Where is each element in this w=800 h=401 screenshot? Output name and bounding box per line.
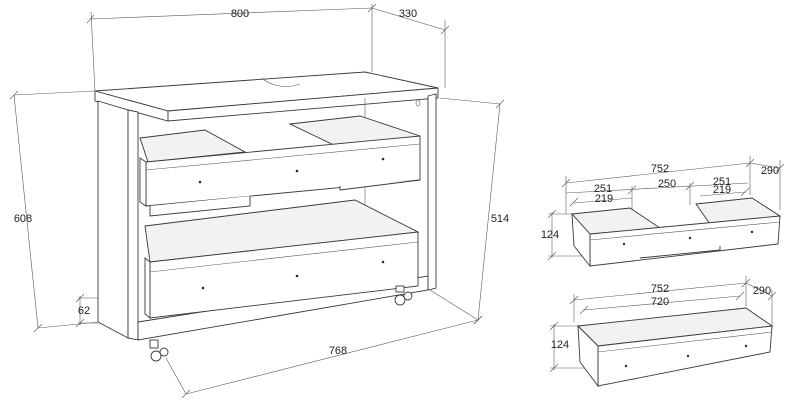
cabinet-upper-drawer	[139, 115, 421, 217]
dim-lower-drawer-height: 124	[551, 339, 569, 351]
cabinet-left-side	[97, 100, 129, 339]
dim-lower-drawer-depth: 290	[753, 285, 771, 297]
upper-drawer-detail: 752 290 251 250 251 219 219 124	[541, 156, 785, 268]
dim-inner-height: 514	[491, 213, 509, 225]
lower-drawer-detail: 752 720 290 124	[549, 276, 777, 388]
dim-upper-left-inner: 219	[595, 193, 613, 205]
dim-upper-right-outer: 251	[713, 176, 731, 188]
cabinet	[94, 71, 439, 362]
hinge-knob	[415, 99, 421, 107]
cabinet-right-side	[427, 93, 437, 291]
sink-cutout	[261, 77, 301, 87]
dim-upper-left-outer: 251	[594, 183, 612, 195]
dim-upper-drawer-height: 124	[541, 229, 559, 241]
dim-upper-drawer-depth: 290	[761, 165, 779, 177]
cabinet-wheels	[149, 285, 413, 362]
dim-upper-right-inner: 219	[713, 184, 731, 196]
cabinet-left-front-pillar	[127, 109, 139, 341]
cabinet-lower-drawer	[144, 199, 420, 319]
dim-upper-mid-gap: 250	[658, 178, 676, 190]
dim-inner-width: 768	[329, 345, 347, 357]
dim-lower-drawer-width: 752	[651, 283, 669, 295]
dim-upper-drawer-width: 752	[651, 163, 669, 175]
dim-plinth-height: 62	[78, 305, 90, 317]
dim-cabinet-width: 800	[231, 8, 249, 20]
dim-lower-drawer-inner: 720	[651, 296, 669, 308]
dim-cabinet-height: 608	[14, 213, 32, 225]
cabinet-dimensions: 800 330 608 62 514 768	[9, 3, 509, 399]
dim-cabinet-depth: 330	[399, 8, 417, 20]
